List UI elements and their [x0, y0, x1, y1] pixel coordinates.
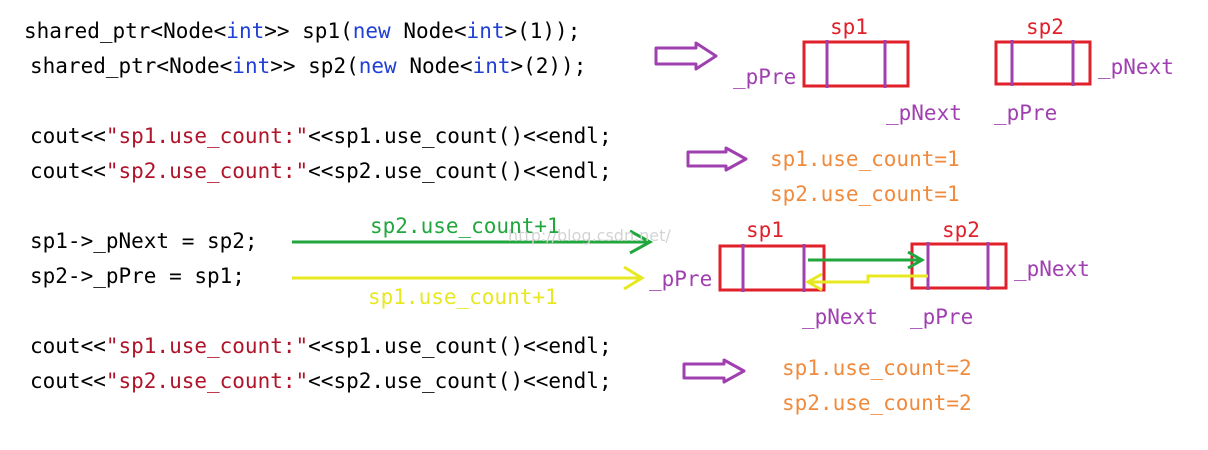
diagram1-sp1-label: sp1	[830, 15, 868, 39]
diagram2-sp2-node-box	[910, 242, 1008, 290]
diagram1-sp1-node-box	[802, 40, 910, 88]
yellow-assign-arrow	[292, 265, 645, 291]
diagram2-sp1-node-box	[718, 244, 826, 292]
diagram2-sp1-label: sp1	[746, 218, 784, 242]
code-text: >(2));	[510, 54, 587, 78]
code-string: "sp2.use_count:"	[105, 369, 309, 393]
code-text: cout<<	[30, 159, 106, 183]
yellow-arrow-label: sp1.use_count+1	[368, 285, 558, 309]
diagram2-ppre-left-label: _pPre	[649, 267, 713, 291]
implies-arrow-2	[686, 146, 748, 172]
code-line-assign-pnext: sp1->_pNext = sp2;	[30, 229, 258, 253]
diagram2-pnext-right-label: _pNext	[1014, 257, 1090, 281]
code-string: "sp2.use_count:"	[105, 159, 309, 183]
result1-sp1-count: sp1.use_count=1	[770, 147, 960, 171]
code-line-print-sp2-count: cout<<"sp2.use_count:"<<sp2.use_count()<…	[30, 158, 612, 184]
code-string: "sp1.use_count:"	[105, 124, 309, 148]
code-text: <<sp2.use_count()<<endl;	[308, 159, 612, 183]
diagram1-sp2-label: sp2	[1026, 15, 1064, 39]
green-assign-arrow	[292, 229, 654, 255]
code-line-print-sp1-count: cout<<"sp1.use_count:"<<sp1.use_count()<…	[30, 123, 612, 149]
code-text: >> sp2(	[270, 54, 359, 78]
result2-sp1-count: sp1.use_count=2	[782, 356, 972, 380]
code-line-print-sp1-count-after: cout<<"sp1.use_count:"<<sp1.use_count()<…	[30, 333, 612, 359]
code-line-create-sp2: shared_ptr<Node<int>> sp2(new Node<int>(…	[30, 53, 586, 79]
code-text: Node<	[396, 54, 473, 78]
code-text: <<sp1.use_count()<<endl;	[308, 334, 612, 358]
code-text: shared_ptr<Node<	[30, 54, 233, 78]
code-text: shared_ptr<Node<	[24, 19, 227, 43]
diagram1-ppre-left-label: _pPre	[733, 65, 797, 89]
code-text: cout<<	[30, 334, 106, 358]
diagram1-sp2-node-box	[994, 40, 1092, 86]
code-text: >(1));	[504, 19, 581, 43]
code-keyword: new	[352, 19, 391, 43]
code-keyword: int	[226, 19, 265, 43]
diagram2-sp2-label: sp2	[942, 218, 980, 242]
code-line-assign-ppre: sp2->_pPre = sp1;	[30, 264, 245, 288]
code-line-print-sp2-count-after: cout<<"sp2.use_count:"<<sp2.use_count()<…	[30, 368, 612, 394]
result2-sp2-count: sp2.use_count=2	[782, 391, 972, 415]
result1-sp2-count: sp2.use_count=1	[770, 182, 960, 206]
pnext-pointer-arrow	[808, 250, 926, 270]
code-keyword: new	[358, 54, 397, 78]
code-keyword: int	[472, 54, 511, 78]
green-arrow-label: sp2.use_count+1	[370, 214, 560, 238]
code-text: <<sp1.use_count()<<endl;	[308, 124, 612, 148]
code-string: "sp1.use_count:"	[105, 334, 309, 358]
code-line-create-sp1: shared_ptr<Node<int>> sp1(new Node<int>(…	[24, 18, 580, 44]
diagram1-pnext-right-label: _pNext	[1098, 55, 1174, 79]
code-text: cout<<	[30, 369, 106, 393]
implies-arrow-1	[654, 41, 718, 71]
diagram1-nodes	[802, 40, 1092, 88]
watermark: http://blog.csdn.net/	[508, 226, 671, 245]
code-text: <<sp2.use_count()<<endl;	[308, 369, 612, 393]
implies-arrow-3	[682, 358, 746, 384]
diagram2-nodes	[718, 242, 1008, 292]
diagram2-pnext-below-label: _pNext	[802, 305, 878, 329]
ppre-pointer-arrow	[804, 272, 928, 292]
diagram1-pnext-below-label: _pNext	[886, 101, 962, 125]
code-text: >> sp1(	[264, 19, 353, 43]
code-keyword: int	[466, 19, 505, 43]
diagram2-ppre-below-label: _pPre	[910, 305, 974, 329]
code-text: cout<<	[30, 124, 106, 148]
code-text: Node<	[390, 19, 467, 43]
diagram1-ppre-below-label: _pPre	[994, 101, 1058, 125]
code-keyword: int	[232, 54, 271, 78]
